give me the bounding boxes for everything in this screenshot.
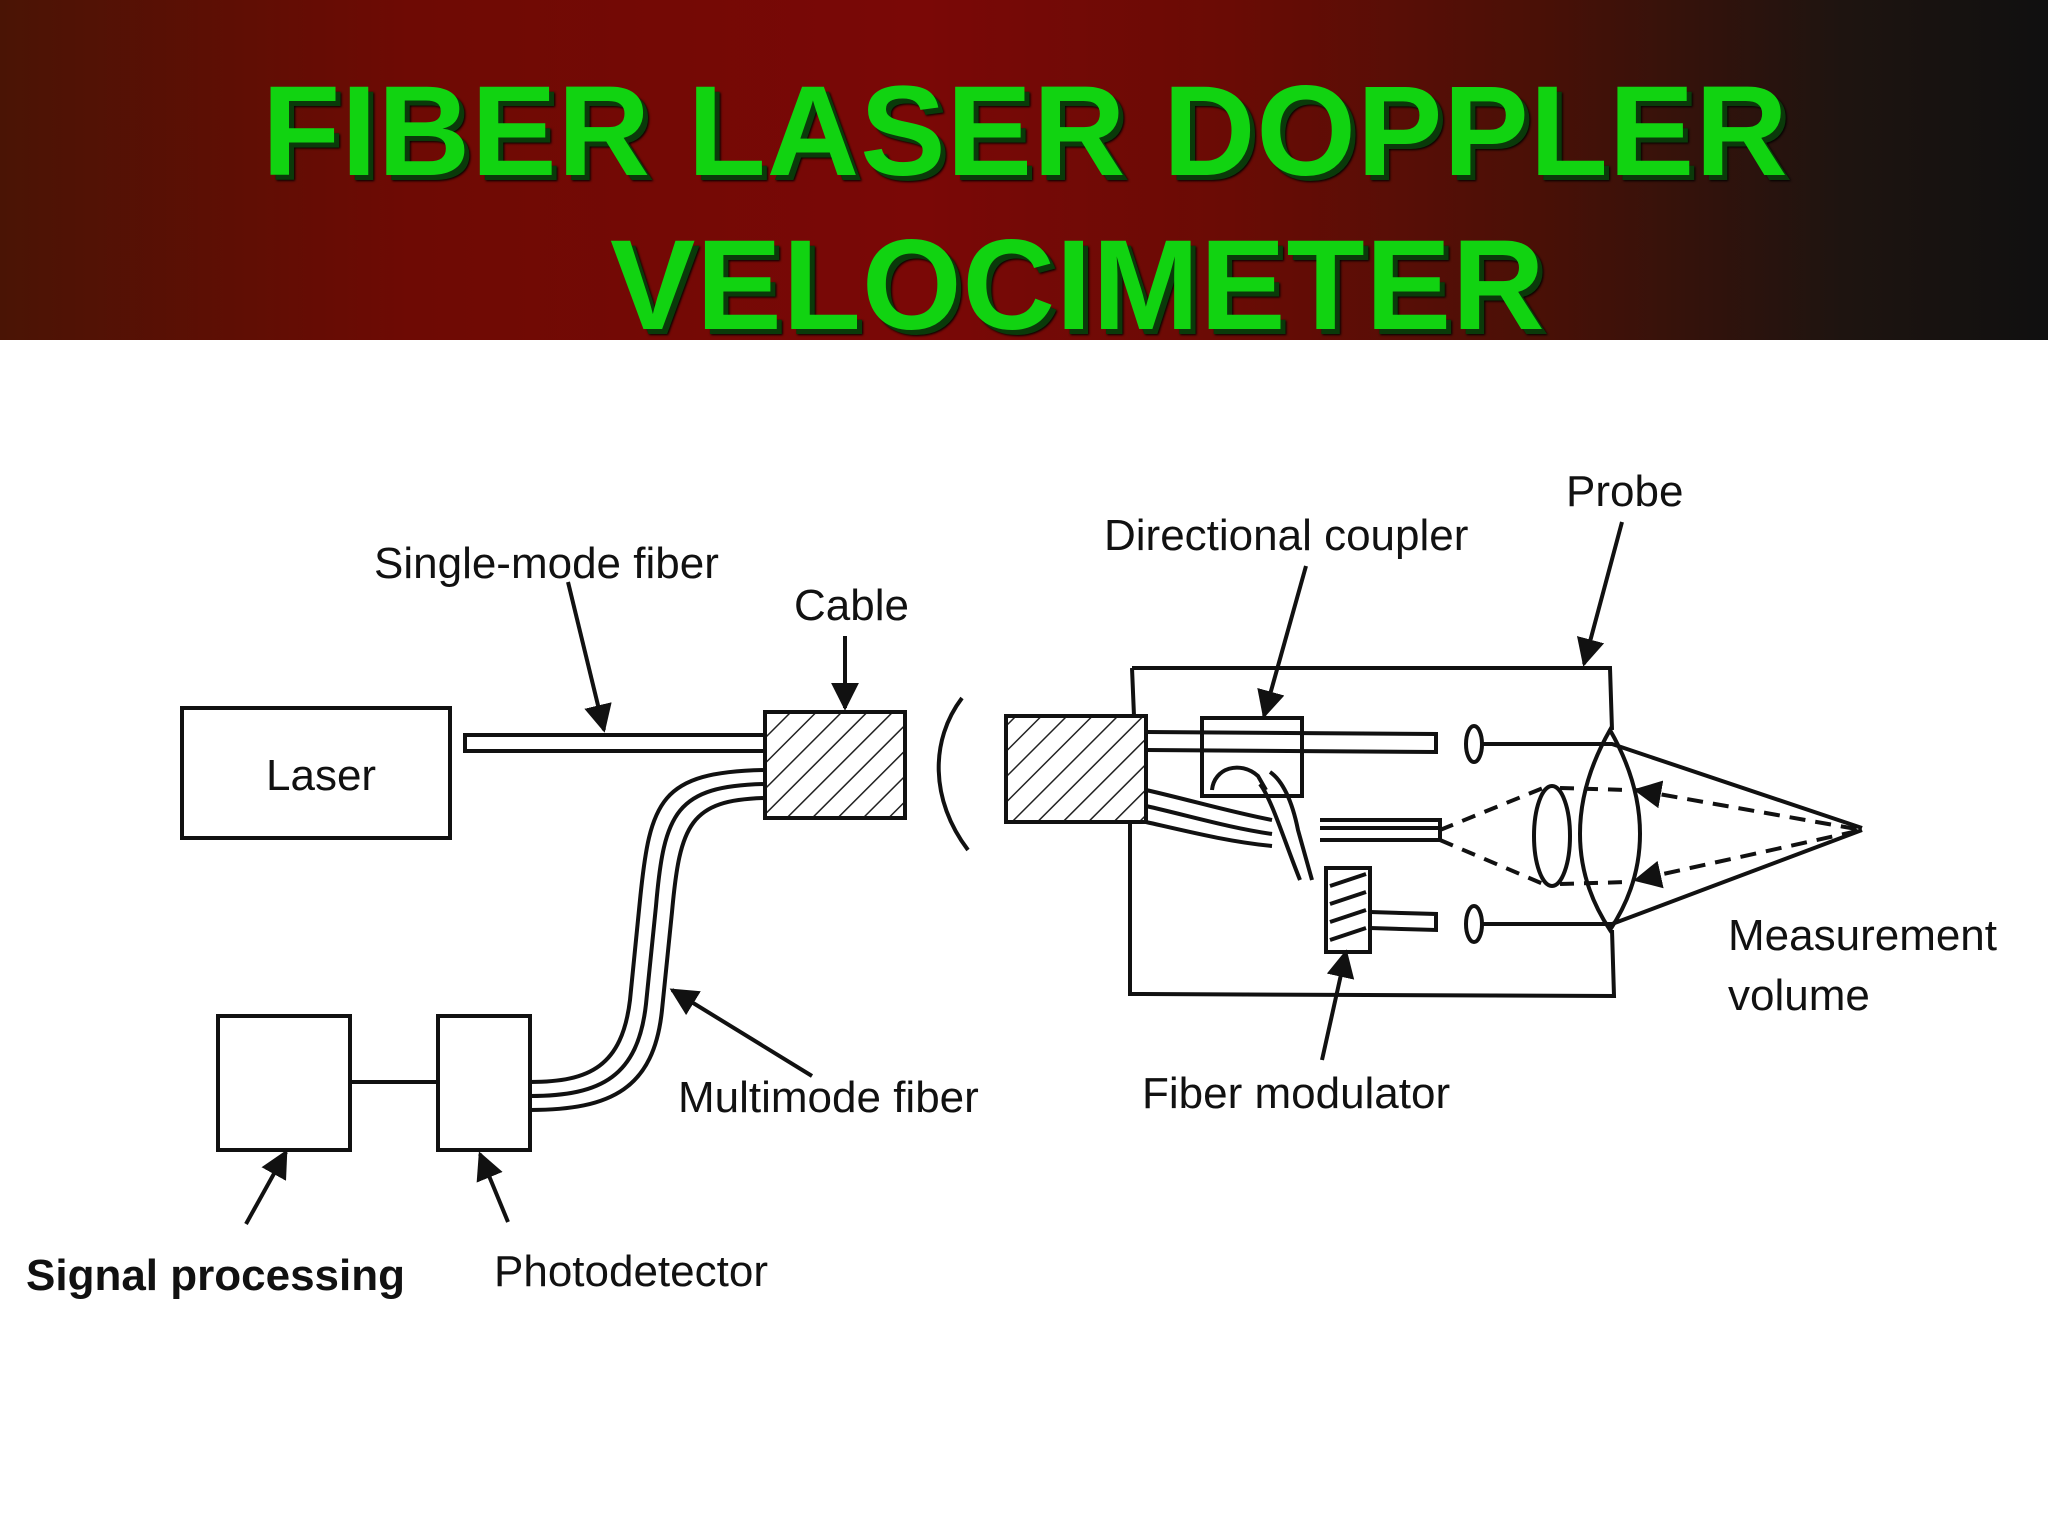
label-photodetector: Photodetector bbox=[494, 1247, 768, 1296]
cable-break-mark bbox=[936, 696, 970, 852]
probe-housing bbox=[1128, 666, 1617, 999]
laser-box bbox=[180, 706, 452, 840]
signal-processing-box bbox=[216, 1014, 352, 1152]
label-cable: Cable bbox=[794, 581, 909, 630]
label-multimode-fiber: Multimode fiber bbox=[678, 1073, 979, 1122]
cable-right bbox=[1004, 714, 1148, 824]
title-banner: FIBER LASER DOPPLER VELOCIMETER bbox=[0, 0, 2048, 357]
label-laser: Laser bbox=[266, 751, 376, 800]
main-lens bbox=[1578, 725, 1642, 934]
label-fiber-modulator: Fiber modulator bbox=[1142, 1069, 1450, 1118]
photodetector-box bbox=[436, 1014, 532, 1152]
label-measurement-volume-1: Measurement bbox=[1728, 911, 1997, 960]
slide-title-line-1: FIBER LASER DOPPLER bbox=[262, 60, 1789, 203]
label-directional-coupler: Directional coupler bbox=[1104, 511, 1468, 560]
label-probe: Probe bbox=[1566, 467, 1683, 516]
velocimeter-diagram: Laser Single-mode fiber Cable Directiona… bbox=[26, 467, 1997, 1300]
label-signal-processing: Signal processing bbox=[26, 1251, 405, 1300]
directional-coupler bbox=[1200, 716, 1304, 798]
label-measurement-volume-2: volume bbox=[1728, 971, 1870, 1020]
single-mode-fiber bbox=[463, 733, 767, 753]
cable-left bbox=[763, 710, 907, 820]
label-single-mode-fiber: Single-mode fiber bbox=[374, 539, 719, 588]
slide-title-line-2: VELOCIMETER bbox=[610, 214, 1546, 357]
multimode-fiber bbox=[529, 768, 766, 1084]
